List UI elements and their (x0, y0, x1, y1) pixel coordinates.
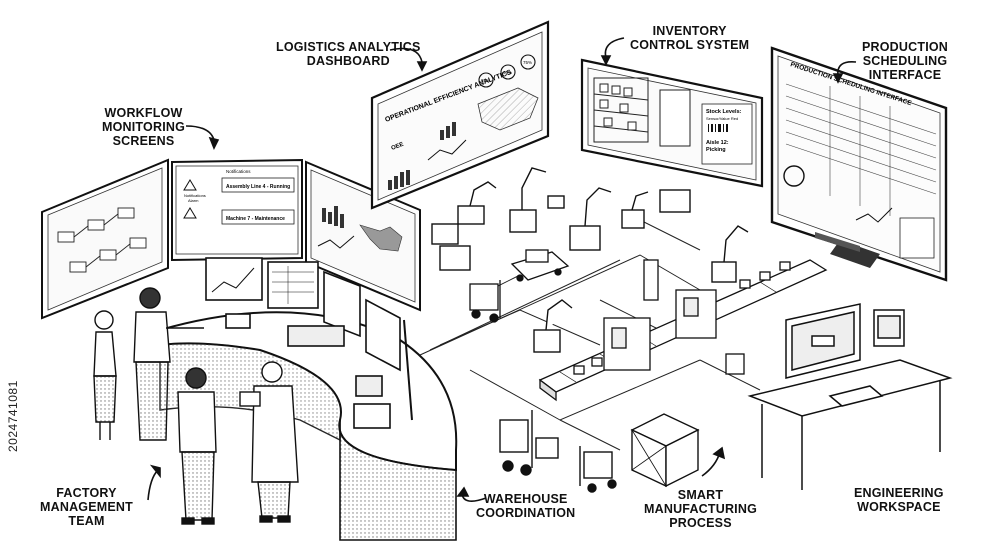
agv-cart (510, 249, 570, 282)
workflow-screen-analytics (305, 160, 421, 312)
aisle-sub: Picking (706, 147, 726, 153)
production-scheduling-monitor: PRODUCTION SCHEDULING INTERFACE (770, 46, 948, 386)
inventory-control-screen: Stock Levels: Sensor/Value Red Aisle 12:… (580, 58, 764, 188)
stock-image-id: 2024741081 (6, 380, 20, 452)
aisle-label: Aisle 12: (706, 140, 729, 146)
logistics-dashboard-screen: OPERATIONAL EFFICIENCY ANALYTICS OEE 85%… (370, 20, 550, 210)
network-lines (419, 219, 761, 451)
robot-arms (431, 167, 749, 353)
kpi-2: 65% (503, 70, 512, 75)
stock-levels-label: Stock Levels: (706, 109, 742, 115)
conveyor-line (538, 259, 828, 402)
factory-management-team (93, 287, 299, 525)
workflow-screen-1 (41, 158, 169, 320)
engineering-workstation (747, 303, 953, 490)
pallet-crates (630, 413, 700, 488)
forklift-upper (469, 280, 501, 323)
desk-monitors (205, 257, 413, 429)
machine-maintenance-status: Machine 7 - Maintenance (226, 216, 285, 222)
workflow-screen-notifications: Notifications Notifications Alarm Assemb… (171, 158, 303, 262)
assembly-line-status: Assembly Line 4 - Running (226, 184, 290, 190)
notif-text-a: Notifications (184, 193, 206, 198)
small-forklift (579, 446, 617, 493)
kpi-3: 75% (523, 60, 532, 65)
notifications-title: Notifications (226, 169, 251, 174)
notif-text-b: Alarm (188, 198, 199, 203)
kpi-1: 85% (481, 78, 490, 83)
warehouse-forklift (499, 410, 559, 476)
stock-levels-sub: Sensor/Value Red (706, 116, 738, 121)
oee-label: OEE (391, 142, 405, 152)
annotation-arrows (147, 37, 857, 502)
